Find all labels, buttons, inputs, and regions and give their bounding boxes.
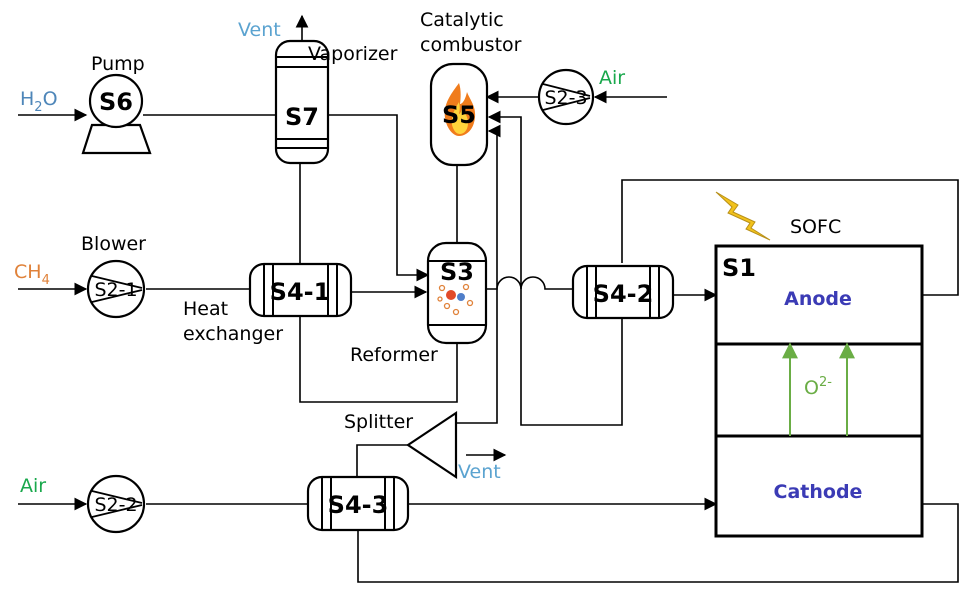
oxide-ion-label: O2- bbox=[804, 375, 832, 399]
blower-s2-1: S2-1 bbox=[86, 259, 146, 319]
hx-reformer-loop-line bbox=[299, 316, 458, 403]
hx-s4-1-id: S4-1 bbox=[270, 278, 331, 306]
blower-s2-2-id: S2-2 bbox=[94, 494, 137, 516]
pump-id: S6 bbox=[99, 88, 133, 116]
hx-s4-2-id: S4-2 bbox=[593, 280, 654, 308]
blower-label: Blower bbox=[81, 233, 146, 255]
hx-s4-3-body bbox=[306, 475, 410, 532]
vaporizer-body bbox=[274, 39, 330, 165]
splitter-to-combustor-line bbox=[456, 124, 501, 424]
hx-s4-2-body bbox=[571, 264, 675, 320]
hx-s4-1-body bbox=[248, 262, 353, 318]
hx-s4-3-id: S4-3 bbox=[328, 491, 389, 519]
heat-exchanger-label-line2: exchanger bbox=[183, 323, 283, 345]
h2o-label: H2O bbox=[20, 88, 58, 115]
heat-exchanger-s4-1: S4-1 bbox=[248, 262, 353, 318]
vaporizer-to-reformer-line bbox=[328, 114, 430, 282]
heat-exchanger-label-line1: Heat bbox=[183, 298, 228, 320]
combustor-s5: S5 bbox=[429, 62, 489, 167]
sofc-body bbox=[714, 244, 924, 538]
pump-label: Pump bbox=[91, 53, 145, 75]
blower-s2-3-id: S2-3 bbox=[544, 87, 587, 109]
splitter-body bbox=[406, 410, 458, 480]
pump-body bbox=[88, 73, 144, 129]
cathode-label: Cathode bbox=[774, 481, 863, 503]
splitter-to-hx3-line bbox=[356, 444, 408, 477]
air-top-label: Air bbox=[599, 67, 625, 89]
anode-label: Anode bbox=[784, 288, 852, 310]
blower-s2-2: S2-2 bbox=[86, 474, 146, 534]
vaporizer-label: Vaporizer bbox=[308, 43, 398, 65]
vent-bottom-label: Vent bbox=[458, 461, 501, 483]
blower-s2-1-id: S2-1 bbox=[94, 279, 137, 301]
splitter bbox=[406, 410, 458, 480]
ch4-label: CH4 bbox=[14, 261, 50, 288]
flame-icon bbox=[444, 83, 476, 136]
vaporizer-id: S7 bbox=[285, 103, 319, 131]
catalyst-particles-icon bbox=[437, 283, 474, 316]
reformer-to-hx2-line bbox=[487, 276, 573, 290]
pump-base bbox=[81, 123, 152, 155]
vent-top-label: Vent bbox=[238, 19, 281, 41]
pump-s6: S6 bbox=[81, 73, 152, 155]
labels: H2O CH4 Air Air Vent Vent Pump Vaporizer… bbox=[14, 9, 841, 497]
heat-exchanger-s4-2: S4-2 bbox=[571, 264, 675, 320]
blower-s2-3: S2-3 bbox=[537, 68, 595, 126]
blower-s2-1-body bbox=[86, 259, 146, 319]
reformer-s3: S3 bbox=[426, 241, 488, 345]
blower-s2-2-body bbox=[86, 474, 146, 534]
anode-exhaust-line bbox=[621, 179, 959, 296]
heat-exchanger-s4-3: S4-3 bbox=[306, 475, 410, 532]
hx2-to-combustor-line bbox=[487, 110, 623, 426]
air-bottom-label: Air bbox=[20, 475, 46, 497]
vaporizer-s7: S7 bbox=[274, 39, 330, 165]
sofc-id: S1 bbox=[722, 254, 756, 282]
lightning-icon bbox=[715, 191, 771, 241]
sofc-label: SOFC bbox=[790, 216, 841, 238]
sofc-s1: S1 Anode Cathode O2- bbox=[714, 244, 924, 538]
catalytic-label-line1: Catalytic bbox=[420, 9, 504, 31]
catalytic-label-line2: combustor bbox=[420, 34, 522, 56]
splitter-label: Splitter bbox=[344, 411, 413, 433]
combustor-id: S5 bbox=[442, 101, 476, 129]
blower-s2-3-body bbox=[537, 68, 595, 126]
cathode-exhaust-line bbox=[357, 503, 959, 583]
reformer-id: S3 bbox=[440, 258, 474, 286]
piping bbox=[18, 14, 959, 583]
reformer-label: Reformer bbox=[350, 344, 438, 366]
reformer-body bbox=[426, 241, 488, 345]
